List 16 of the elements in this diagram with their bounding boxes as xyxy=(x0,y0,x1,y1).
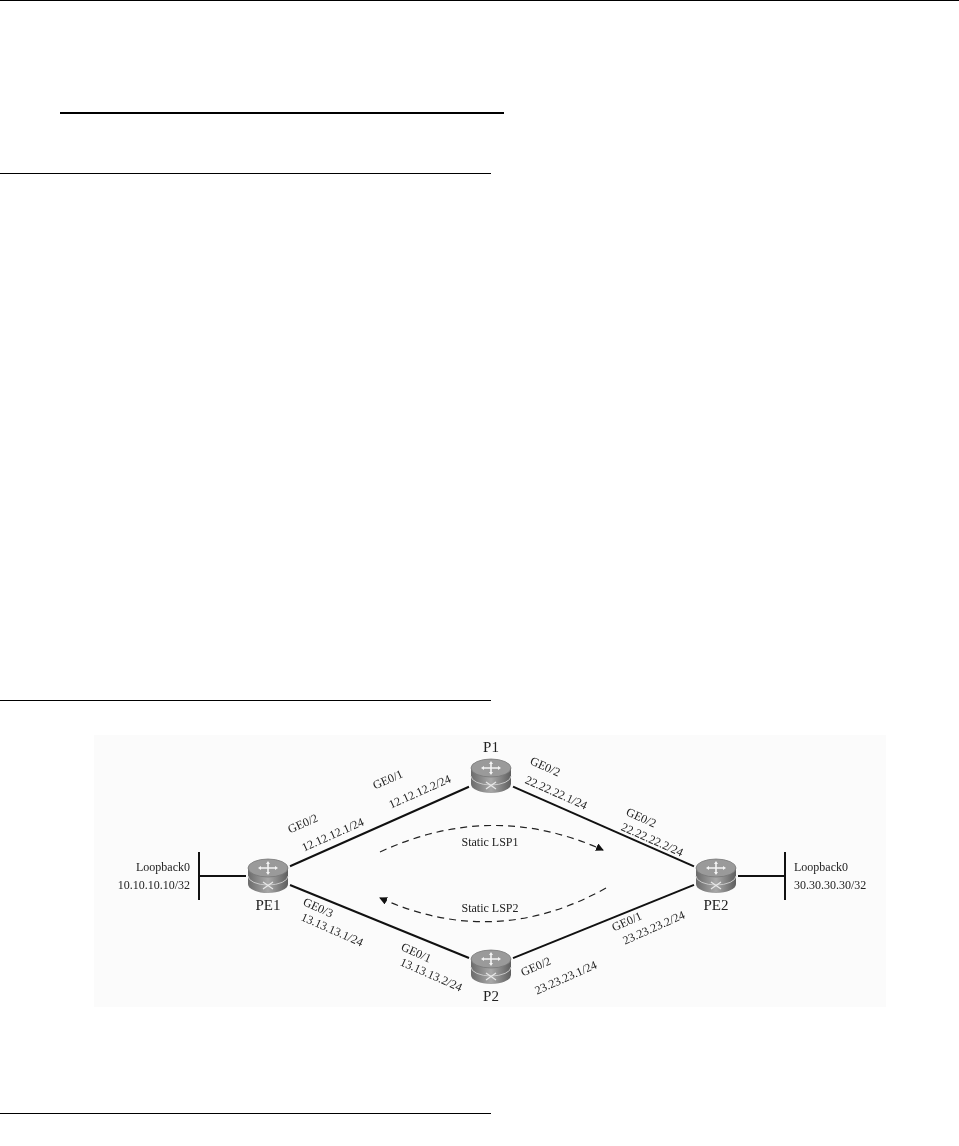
interface-label: Loopback0 xyxy=(794,860,848,874)
link-line xyxy=(512,785,695,868)
link-line xyxy=(289,785,470,868)
lsp-label: Static LSP1 xyxy=(461,835,519,849)
interface-label: 10.10.10.10/32 xyxy=(117,878,190,892)
lsp-label: Static LSP2 xyxy=(461,901,519,915)
router-name: PE1 xyxy=(255,896,281,914)
link-line xyxy=(289,884,470,959)
router-name: PE2 xyxy=(703,896,729,914)
router-name: P2 xyxy=(483,987,499,1005)
interface-label: 30.30.30.30/32 xyxy=(794,878,867,892)
link-line xyxy=(737,875,786,877)
link-line xyxy=(512,883,695,960)
router-name: P1 xyxy=(483,738,499,756)
link-line xyxy=(198,875,247,877)
interface-label: Loopback0 xyxy=(136,860,190,874)
